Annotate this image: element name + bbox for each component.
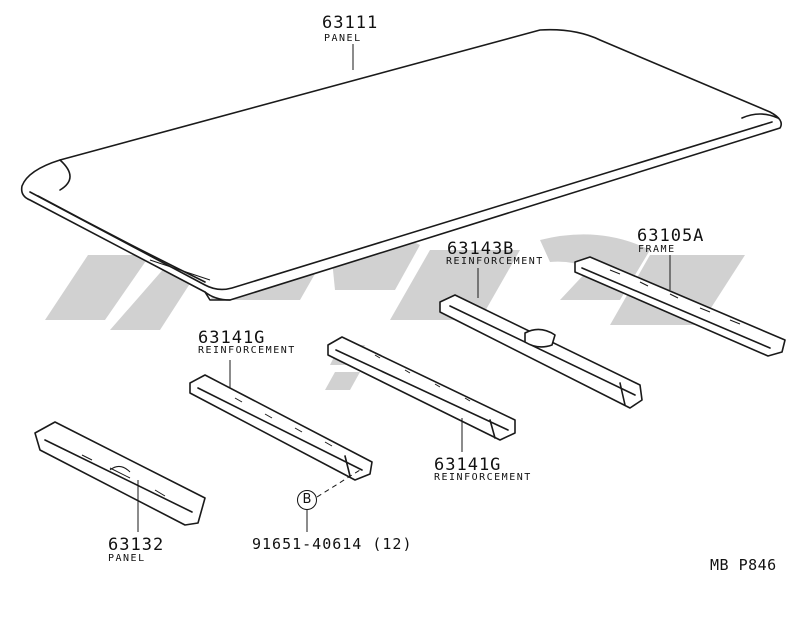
clip-part-line: 91651-40614 (12) bbox=[252, 535, 413, 553]
reinforcement-g-right-number: 63141G bbox=[434, 455, 502, 475]
reinforcement-b-drawing bbox=[439, 294, 643, 409]
reinforcement-g-right-drawing bbox=[327, 336, 516, 441]
leader-lines bbox=[137, 44, 671, 532]
roof-panel-drawing bbox=[20, 28, 783, 301]
reinforcement-g-left-drawing bbox=[189, 374, 373, 481]
reinforcement-b-number: 63143B bbox=[447, 239, 515, 259]
reinforcement-g-right-name: REINFORCEMENT bbox=[434, 472, 532, 483]
callout-b-marker: B bbox=[297, 490, 317, 510]
diagram-code: MB P846 bbox=[710, 556, 777, 574]
reinforcement-g-left-number: 63141G bbox=[198, 328, 266, 348]
rear-panel-drawing bbox=[34, 421, 206, 526]
reinforcement-b-name: REINFORCEMENT bbox=[446, 256, 544, 267]
frame-drawing bbox=[574, 256, 786, 357]
rear-panel-name: PANEL bbox=[108, 553, 146, 564]
frame-name: FRAME bbox=[638, 244, 676, 255]
frame-number: 63105A bbox=[637, 226, 705, 246]
roof-panel-number: 63111 bbox=[322, 13, 379, 33]
clip-quantity: (12) bbox=[372, 535, 413, 553]
rear-panel-number: 63132 bbox=[108, 535, 165, 555]
roof-panel-name: PANEL bbox=[324, 33, 362, 44]
clip-number: 91651-40614 bbox=[252, 535, 363, 553]
reinforcement-g-left-name: REINFORCEMENT bbox=[198, 345, 296, 356]
